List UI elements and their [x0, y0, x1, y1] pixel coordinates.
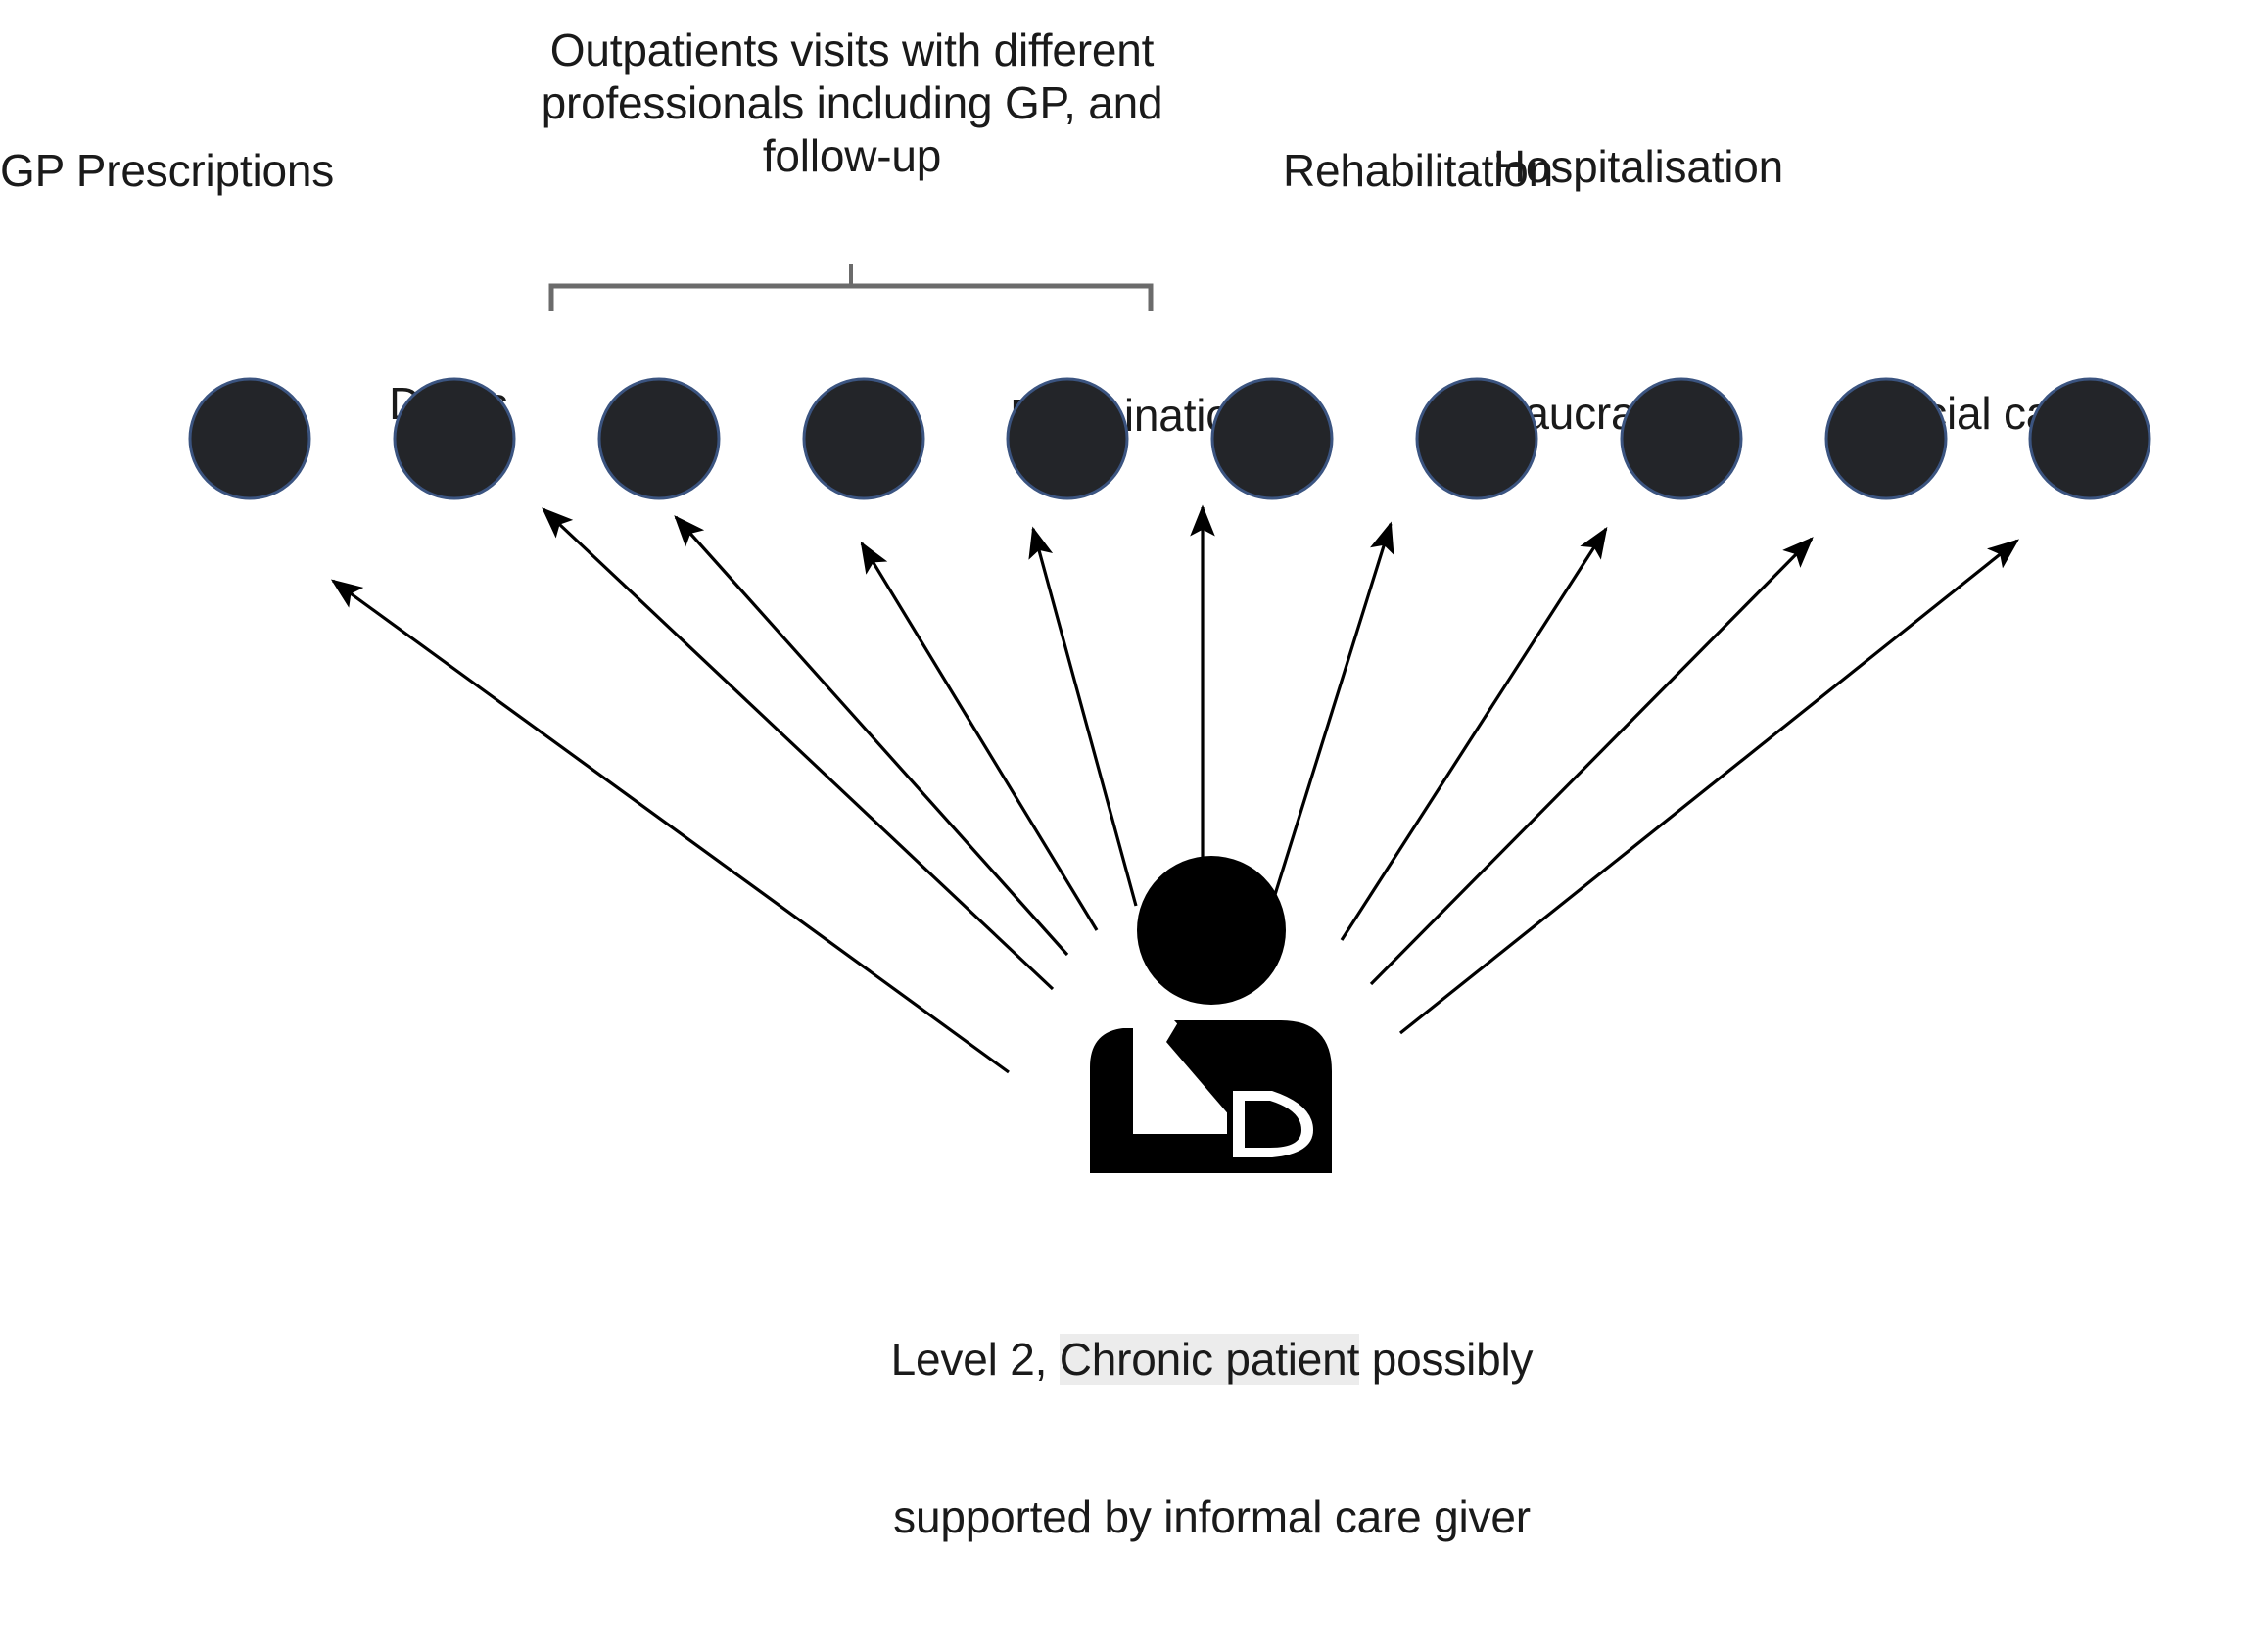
arrows-group: [330, 504, 2020, 1074]
patient-head: [1137, 856, 1286, 1005]
service-node-8[interactable]: [1620, 377, 1743, 500]
caption-suffix: possibly: [1359, 1333, 1534, 1385]
service-nodes-group: [188, 377, 2151, 500]
caption-chronic-patient: Level 2, Chronic patient possibly suppor…: [759, 1228, 1665, 1650]
arrow-to-node-9: [1369, 537, 1814, 986]
service-node-9[interactable]: [1824, 377, 1948, 500]
service-node-1[interactable]: [188, 377, 311, 500]
outpatients-bracket: [548, 264, 1154, 311]
diagram-canvas: GP Prescriptions Outpatients visits with…: [0, 24, 2151, 1543]
arrow-to-node-7: [1271, 521, 1394, 902]
bracket-path: [548, 283, 1154, 311]
arrow-to-node-1: [330, 579, 1010, 1074]
service-node-6[interactable]: [1210, 377, 1334, 500]
label-hospitalisation: Hospitalisation: [1492, 141, 1784, 192]
chronic-patient-icon: [1090, 856, 1332, 1173]
service-node-7[interactable]: [1415, 377, 1538, 500]
diagram-graphics: [188, 264, 2151, 1173]
service-node-3[interactable]: [597, 377, 721, 500]
service-node-10[interactable]: [2028, 377, 2151, 500]
patient-hand: [1245, 1101, 1301, 1148]
caption-line: professionals including GP, and: [541, 76, 1163, 128]
arrow-to-node-3: [674, 515, 1069, 957]
caption-prefix: Level 2,: [890, 1333, 1060, 1385]
arrow-to-node-5: [1028, 526, 1138, 907]
caption-highlight: Chronic patient: [1059, 1333, 1360, 1385]
service-node-2[interactable]: [393, 377, 516, 500]
label-gp-prescriptions: GP Prescriptions: [0, 145, 335, 196]
caption-line: follow-up: [762, 129, 942, 181]
service-node-4[interactable]: [802, 377, 925, 500]
arrow-to-node-2: [542, 507, 1055, 991]
arrow-to-node-10: [1399, 539, 2020, 1035]
arrow-to-node-8: [1340, 526, 1608, 941]
label-rehabilitation: Rehabilitation: [1283, 145, 1553, 196]
service-node-5[interactable]: [1006, 377, 1129, 500]
caption-line-2: supported by informal care giver: [893, 1491, 1531, 1543]
caption-line: Outpatients visits with different: [549, 24, 1155, 75]
arrow-to-node-4: [860, 541, 1099, 931]
caption-line-1: Level 2, Chronic patient possibly: [759, 1333, 1665, 1387]
